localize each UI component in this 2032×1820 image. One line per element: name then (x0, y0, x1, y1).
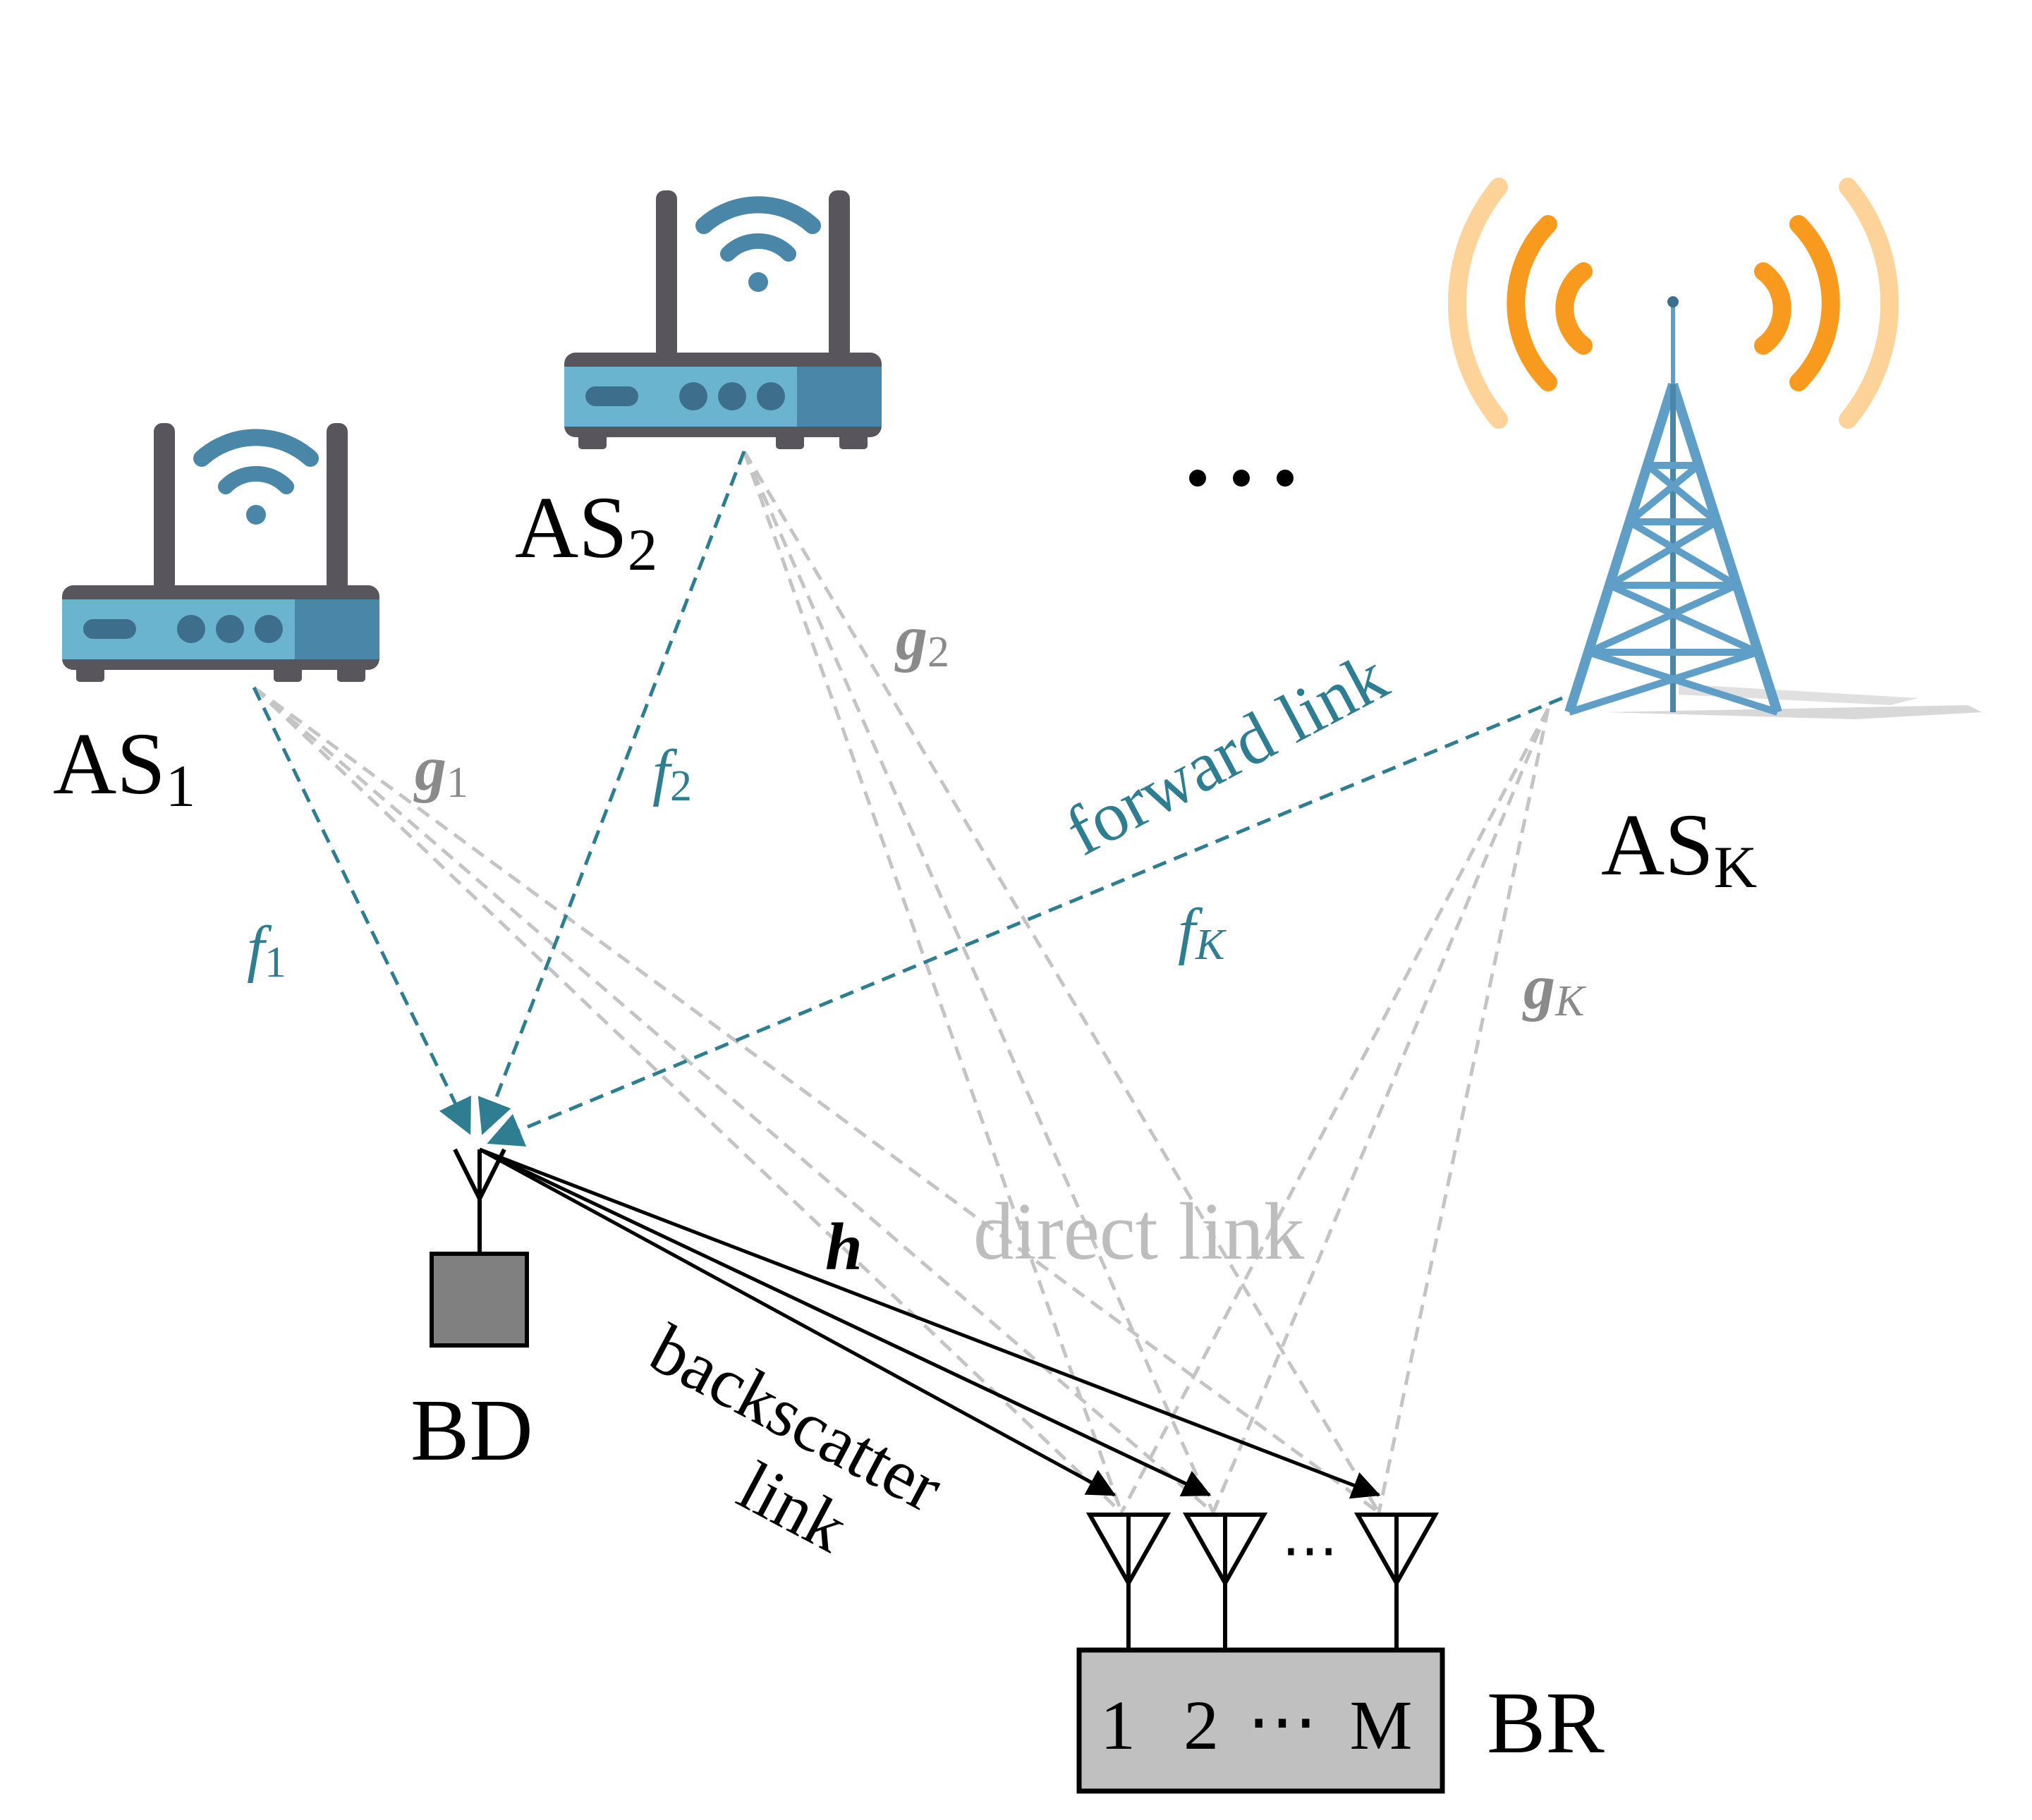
fK-label: fK (1178, 896, 1227, 969)
antenna-icon (453, 1148, 506, 1255)
forward-link-f2 (477, 451, 746, 1135)
direct-links (253, 450, 1550, 1515)
bd-device (430, 1148, 529, 1348)
svg-text:1: 1 (1100, 1686, 1136, 1764)
signal-wave-icon (1448, 178, 1899, 429)
antenna-icon (1182, 1513, 1268, 1654)
antenna-ellipsis: ⋯ (1282, 1520, 1338, 1582)
f1-label: f1 (247, 914, 286, 987)
backscatter-links (478, 1147, 1381, 1499)
antenna-icon (1085, 1513, 1172, 1654)
as2-label: AS2 (515, 480, 657, 583)
h-label: h (825, 1209, 863, 1284)
br-antennas (1085, 1513, 1440, 1654)
ap-ellipsis (1189, 470, 1294, 487)
bd-label: BD (410, 1382, 533, 1479)
svg-text:M: M (1350, 1686, 1413, 1764)
svg-text:⋯: ⋯ (1247, 1682, 1318, 1761)
br-box (1076, 1647, 1445, 1794)
as1-label: AS1 (53, 716, 195, 819)
router-as2-icon (564, 190, 882, 449)
g2-label: g2 (894, 604, 949, 676)
g1-label: g1 (413, 734, 468, 807)
ask-label: ASK (1601, 797, 1757, 900)
antenna-icon (1353, 1513, 1440, 1654)
svg-text:2: 2 (1184, 1686, 1219, 1764)
br-label: BR (1487, 1675, 1605, 1772)
forward-link-fK (487, 696, 1563, 1147)
router-as1-icon (62, 423, 379, 682)
gK-label: gK (1522, 953, 1587, 1025)
forward-links (252, 451, 1563, 1147)
br-antenna-numbers: 1 2 ⋯ M (1100, 1682, 1412, 1764)
forward-link-f1 (252, 686, 471, 1135)
direct-link-label: direct link (973, 1187, 1305, 1276)
bd-box (430, 1252, 529, 1348)
cell-tower-icon (1564, 296, 1982, 719)
f2-label: f2 (652, 738, 692, 810)
